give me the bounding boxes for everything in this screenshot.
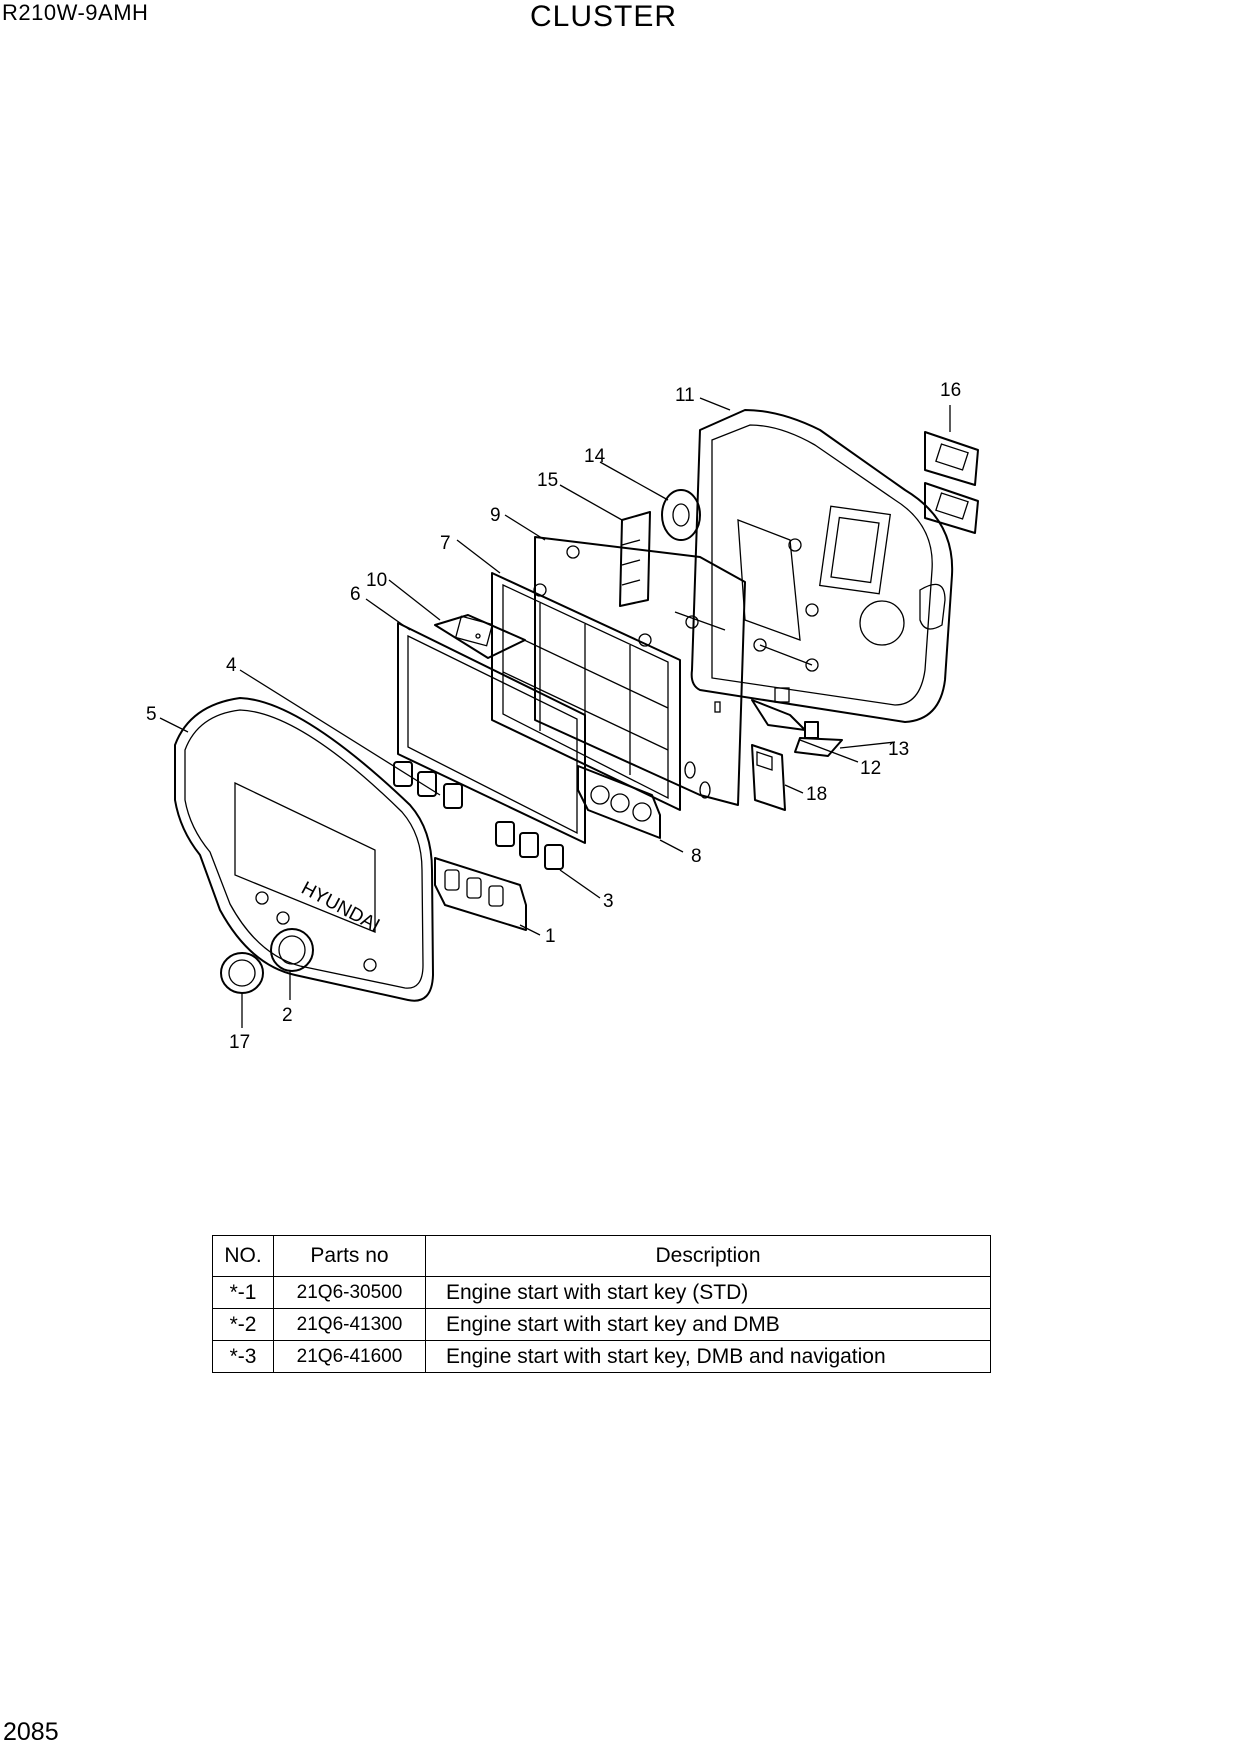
- header-parts-no: Parts no: [273, 1235, 426, 1277]
- sd-card: [751, 744, 786, 811]
- header-no: NO.: [212, 1235, 274, 1277]
- pcb-board: [534, 536, 746, 806]
- mounting-bracket: [924, 431, 979, 534]
- comb-connector: [619, 511, 651, 607]
- callouts: 1 2 3 4 5 6 7 8 9 10 11 12 13 14 15 16 1…: [146, 380, 961, 1053]
- brand-marking: HYUNDAI: [298, 878, 383, 937]
- knob-cap: [220, 952, 264, 994]
- row-description: Engine start with start key and DMB: [425, 1308, 991, 1341]
- display-module: [434, 614, 526, 659]
- model-name: R210W-9AMH: [2, 0, 149, 25]
- rotary-knob: [270, 928, 314, 972]
- callout-6: 6: [350, 584, 361, 605]
- table-row: *-1 21Q6-30500 Engine start with start k…: [212, 1276, 991, 1309]
- connector-pins: [794, 721, 843, 757]
- page-title: CLUSTER: [530, 0, 678, 33]
- row-description: Engine start with start key, DMB and nav…: [425, 1340, 991, 1373]
- row-description: Engine start with start key (STD): [425, 1276, 991, 1309]
- exploded-view-diagram: HYUNDAI: [146, 380, 979, 1053]
- header-description: Description: [425, 1235, 991, 1277]
- front-case: [174, 697, 434, 1002]
- table-row: *-2 21Q6-41300 Engine start with start k…: [212, 1308, 991, 1341]
- callout-12: 12: [860, 758, 881, 779]
- lower-bezel: [434, 857, 527, 931]
- callout-4: 4: [226, 655, 237, 676]
- lcd-panel: [397, 622, 586, 844]
- callout-17: 17: [229, 1032, 250, 1053]
- callout-8: 8: [691, 846, 702, 867]
- callout-1: 1: [545, 926, 556, 947]
- row-no: *-1: [212, 1276, 274, 1309]
- leader-lines: [159, 397, 951, 1028]
- callout-10: 10: [366, 570, 387, 591]
- row-no: *-3: [212, 1340, 274, 1373]
- inner-frame: [491, 572, 681, 811]
- table-header-row: NO. Parts no Description: [212, 1235, 991, 1277]
- page-number: 2085: [3, 1718, 59, 1746]
- callout-14: 14: [584, 446, 606, 467]
- callout-7: 7: [440, 533, 451, 554]
- row-parts-no: 21Q6-41600: [273, 1340, 426, 1373]
- callout-15: 15: [537, 470, 558, 491]
- switch-buttons: [393, 761, 564, 870]
- callout-18: 18: [806, 784, 827, 805]
- callout-5: 5: [146, 704, 157, 725]
- callout-2: 2: [282, 1005, 293, 1026]
- small-bracket: [751, 687, 806, 731]
- row-no: *-2: [212, 1308, 274, 1341]
- callout-16: 16: [940, 380, 961, 401]
- rubber-keypad: [577, 765, 661, 839]
- callout-11: 11: [675, 385, 695, 406]
- row-parts-no: 21Q6-41300: [273, 1308, 426, 1341]
- callout-13: 13: [888, 739, 909, 760]
- callout-9: 9: [490, 505, 501, 526]
- parts-table: NO. Parts no Description *-1 21Q6-30500 …: [212, 1235, 991, 1373]
- row-parts-no: 21Q6-30500: [273, 1276, 426, 1309]
- rear-housing: [690, 409, 954, 723]
- table-row: *-3 21Q6-41600 Engine start with start k…: [212, 1340, 991, 1373]
- callout-3: 3: [603, 891, 614, 912]
- grommet: [661, 489, 701, 541]
